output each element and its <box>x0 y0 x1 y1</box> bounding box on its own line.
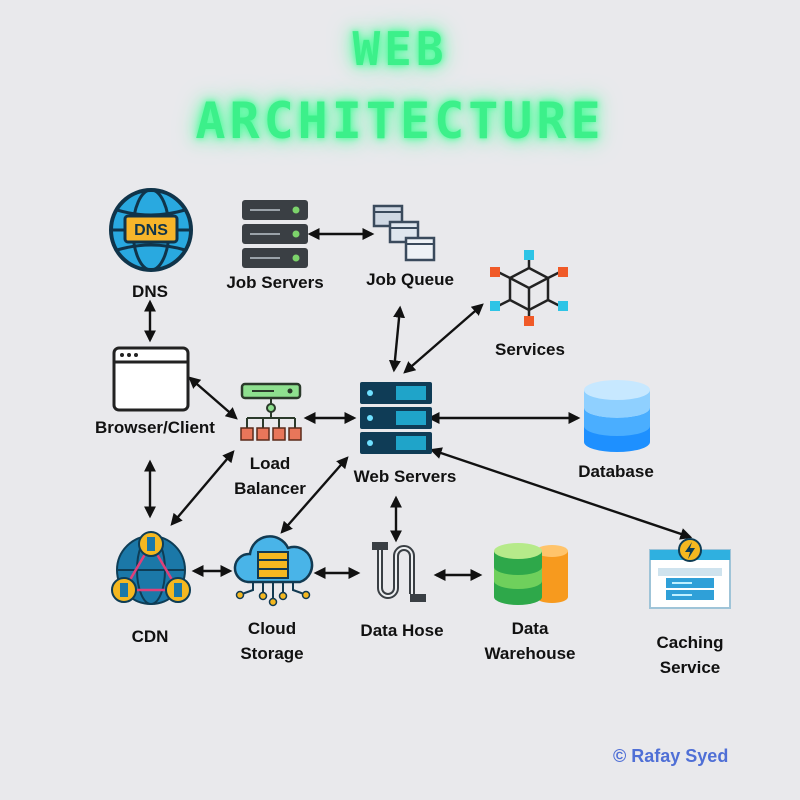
arrow-webservers-cloudstorage <box>280 456 349 534</box>
data-warehouse-label-line-2: Warehouse <box>484 644 576 663</box>
arrow-services-webservers <box>403 303 484 374</box>
browser-window-icon <box>112 346 190 412</box>
caching-service-label-line-1: Caching <box>656 633 724 652</box>
cdn-label: CDN <box>131 627 169 646</box>
load-balancer-label-line-1: Load <box>249 454 291 473</box>
web-servers-label: Web Servers <box>353 467 457 486</box>
job-queue-label: Job Queue <box>366 270 454 289</box>
browser-client-label: Browser/Client <box>95 418 215 437</box>
services-label: Services <box>495 340 565 359</box>
data-hose-icon <box>372 542 426 602</box>
load-balancer-icon <box>240 382 302 441</box>
web-servers-icon <box>360 382 432 454</box>
job-servers-icon <box>242 200 308 268</box>
dns-label: DNS <box>132 282 168 301</box>
cdn-network-icon <box>111 531 191 605</box>
copyright-text: © Rafay Syed <box>613 746 729 766</box>
title-line-2: ARCHITECTURE <box>195 92 605 150</box>
arrow-webservers-caching <box>429 447 693 540</box>
caching-service-label-line-2: Service <box>659 658 721 677</box>
job-servers-label: Job Servers <box>226 273 324 292</box>
arrow-loadbalancer-cdn <box>170 450 235 526</box>
title-line-1: WEB <box>352 22 448 76</box>
database-label: Database <box>578 462 654 481</box>
caching-service-icon <box>649 538 731 609</box>
arrow-browser-loadbalancer <box>188 376 238 420</box>
data-hose-label: Data Hose <box>360 621 444 640</box>
dns-globe-icon: DNS <box>109 188 193 272</box>
data-warehouse-icon <box>494 543 568 605</box>
arrow-jobqueue-webservers <box>388 305 406 373</box>
database-icon <box>584 380 650 452</box>
data-warehouse-label-line-1: Data <box>511 619 549 638</box>
cloud-storage-icon <box>233 535 314 607</box>
cloud-storage-label-line-2: Storage <box>240 644 304 663</box>
services-icon <box>490 250 568 326</box>
load-balancer-label-line-2: Balancer <box>234 479 306 498</box>
job-queue-icon <box>372 204 436 262</box>
svg-text:DNS: DNS <box>134 222 168 239</box>
cloud-storage-label-line-1: Cloud <box>247 619 297 638</box>
